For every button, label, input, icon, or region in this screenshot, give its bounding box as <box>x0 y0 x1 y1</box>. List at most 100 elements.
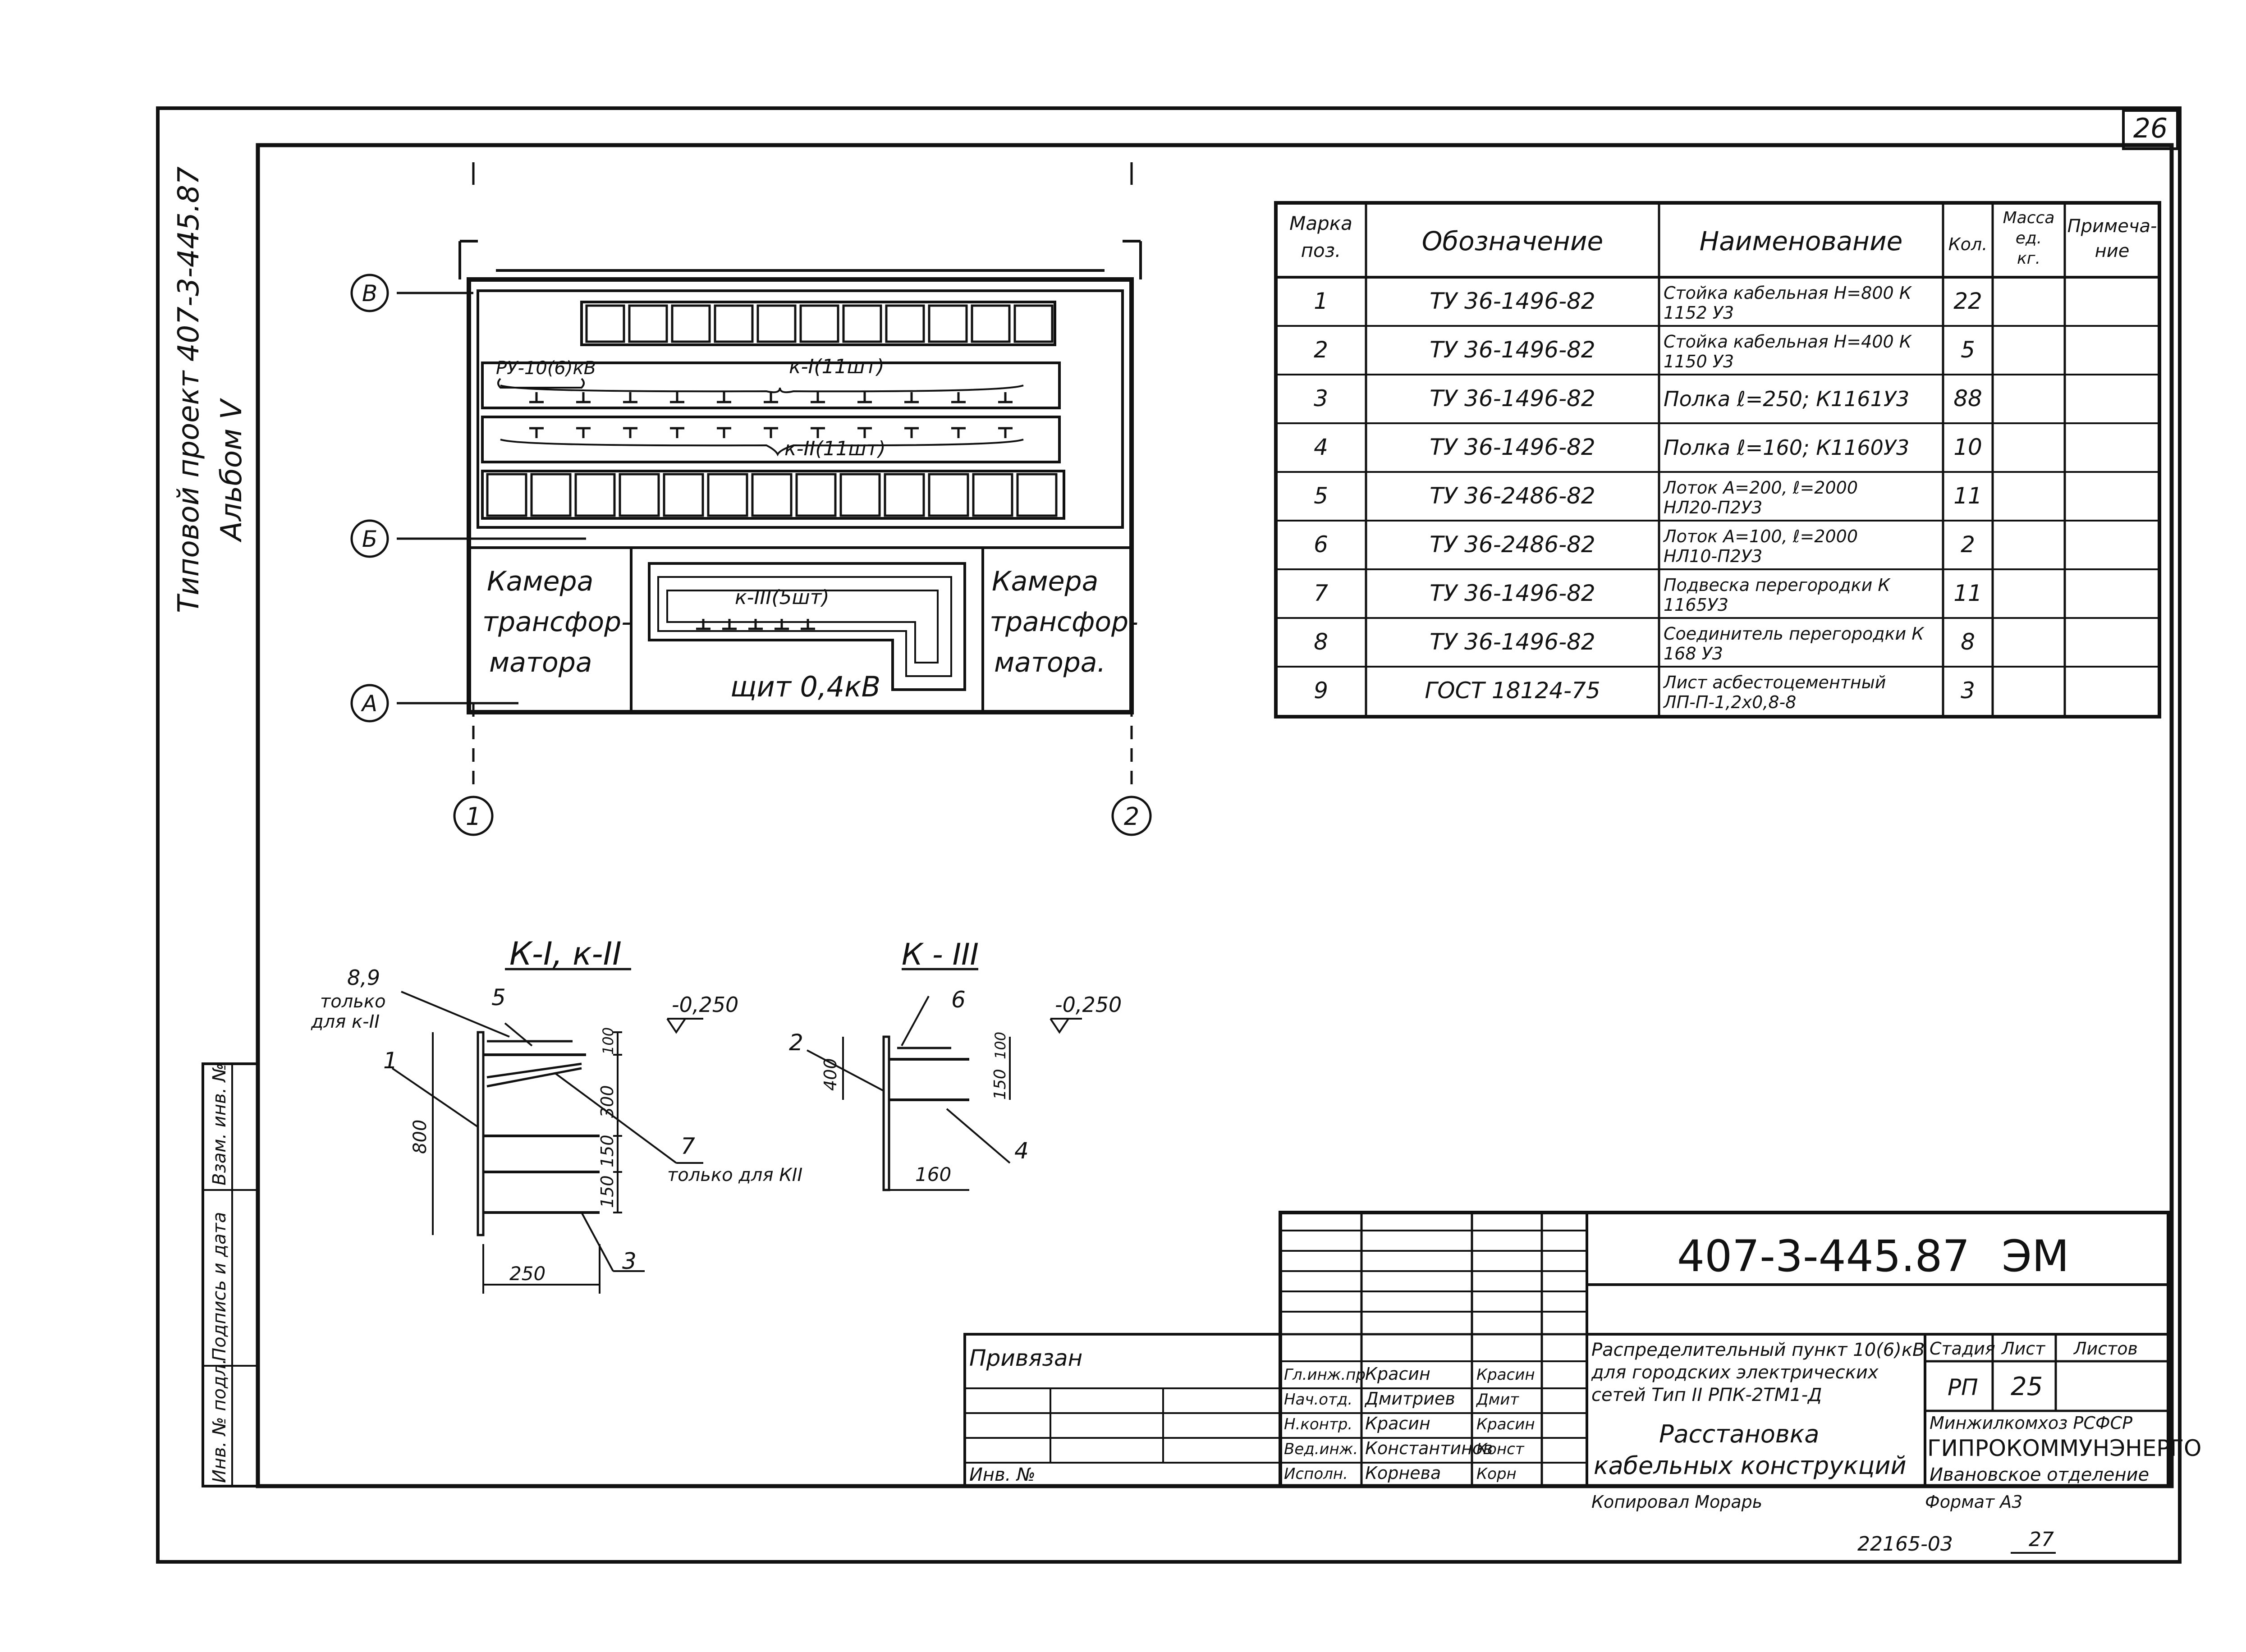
k1k2-mark89: 8,9 <box>347 966 380 990</box>
cable-stand-mark <box>748 619 763 630</box>
k1-stands <box>529 392 1013 403</box>
org-mid: ГИПРОКОММУНЭНЕРГО <box>1927 1435 2201 1461</box>
strip-sign: Подпись и дата <box>209 1212 230 1361</box>
spec-qty: 11 <box>1953 580 1982 606</box>
spec-name-line2: 1150 У3 <box>1664 352 1734 371</box>
staff-name: Красин <box>1365 1414 1430 1433</box>
k3-level: -0,250 <box>1055 993 1122 1017</box>
hdr-mass-1: Масса <box>2003 209 2055 227</box>
detail-k3 <box>807 968 1082 1191</box>
switchgear-cabinet <box>928 473 969 517</box>
room-left-3: матора <box>489 647 592 678</box>
staff-signature: Красин <box>1476 1415 1535 1433</box>
k1k2-dim100: 100 <box>600 1027 617 1055</box>
switchgear-cabinet <box>486 473 527 517</box>
org-top: Минжилкомхоз РСФСР <box>1930 1413 2132 1433</box>
side-project-line: Типовой проект 407-3-445.87 <box>172 166 206 613</box>
spec-name: Полка ℓ=250; К1161У3 <box>1664 387 1909 411</box>
cable-stand-mark <box>764 392 778 403</box>
staff-role: Нач.отд. <box>1284 1391 1352 1409</box>
spec-pos: 1 <box>1314 288 1328 314</box>
cable-stand-mark <box>998 427 1013 438</box>
staff-signature: Корн <box>1476 1465 1517 1483</box>
sheets-header: Листов <box>2073 1339 2138 1359</box>
cable-stand-mark <box>529 392 544 403</box>
spec-pos: 3 <box>1314 385 1328 412</box>
room-right-3: матора. <box>994 647 1106 678</box>
spec-qty: 2 <box>1961 531 1975 558</box>
switchgear-cabinet <box>756 304 797 343</box>
spec-designation: ГОСТ 18124-75 <box>1425 677 1600 704</box>
floor-plan: В Б А 1 2 <box>350 162 1152 836</box>
k2-label: к-II(11шт) <box>784 437 886 460</box>
spec-pos: 6 <box>1314 531 1328 558</box>
cable-stand-mark <box>951 427 966 438</box>
spec-name-line1: Стойка кабельная Н=800 К <box>1664 283 1912 303</box>
switchgear-cabinet <box>1013 304 1054 343</box>
k3-dim160: 160 <box>915 1163 951 1185</box>
k2-stands <box>529 427 1013 438</box>
cable-stand-mark <box>717 392 731 403</box>
cable-stand-mark <box>811 427 825 438</box>
spec-qty: 8 <box>1961 629 1975 655</box>
side-stamp: Типовой проект 407-3-445.87 Альбом V <box>172 166 248 613</box>
spec-rows: 1 ТУ 36-1496-82 Стойка кабельная Н=800 К 11… <box>1276 283 2159 712</box>
cable-stand-mark <box>857 427 872 438</box>
spec-designation: ТУ 36-1496-82 <box>1430 580 1595 606</box>
spec-designation: ТУ 36-1496-82 <box>1430 434 1595 460</box>
k1k2-dim150a: 150 <box>597 1135 617 1167</box>
k1k2-callout-1: 1 <box>383 1048 398 1074</box>
sheet-title-1: Расстановка <box>1659 1420 1819 1448</box>
ru-label: РУ-10(6)кВ <box>496 358 596 379</box>
cable-stand-mark <box>717 427 731 438</box>
spec-name-line1: Лоток А=100, ℓ=2000 <box>1663 526 1858 546</box>
k3-title: К - III <box>902 937 979 972</box>
switchgear-cabinet <box>574 473 616 517</box>
room-right-2: трансфор- <box>990 606 1138 638</box>
switchgear-cabinet <box>1016 473 1058 517</box>
hdr-note-2: ние <box>2095 241 2130 261</box>
switchgear-cabinet <box>884 473 925 517</box>
spec-qty: 22 <box>1953 288 1982 314</box>
cable-stand-mark <box>696 619 710 630</box>
k1k2-dim300: 300 <box>597 1085 617 1118</box>
k1k2-callout-5: 5 <box>491 984 506 1011</box>
spec-pos: 7 <box>1314 580 1328 606</box>
k3-callout-2: 2 <box>789 1030 803 1056</box>
k3-dim150: 150 <box>991 1069 1009 1100</box>
k1k2-only-b: для к-II <box>311 1011 380 1032</box>
strip-replace: Взам. инв. № <box>209 1063 230 1185</box>
staff-name: Дмитриев <box>1364 1389 1455 1409</box>
staff-name: Константинов <box>1365 1438 1493 1458</box>
switchgear-cabinet <box>972 473 1013 517</box>
bound-label: Привязан <box>969 1345 1082 1371</box>
hdr-mark-1: Марка <box>1289 212 1352 234</box>
spec-designation: ТУ 36-2486-82 <box>1430 531 1595 558</box>
switchgear-cabinet <box>707 473 748 517</box>
spec-pos: 9 <box>1314 677 1328 704</box>
spec-name-line1: Соединитель перегородки К <box>1664 624 1925 644</box>
hdr-note-1: Примеча- <box>2067 216 2157 237</box>
sheet-header: Лист <box>2001 1339 2046 1359</box>
switchgear-cabinet <box>628 304 668 343</box>
spec-pos: 2 <box>1314 337 1328 363</box>
staff-role: Гл.инж.пр <box>1284 1366 1366 1384</box>
spec-name: Полка ℓ=160; К1160У3 <box>1664 435 1909 460</box>
cable-stand-mark <box>998 392 1013 403</box>
k1k2-only-c: только для КII <box>667 1165 802 1185</box>
switchgear-cabinet <box>663 473 704 517</box>
switchgear-cabinet <box>842 304 882 343</box>
spec-name-line1: Подвеска перегородки К <box>1664 575 1891 595</box>
page-no: 27 <box>2029 1528 2054 1551</box>
hdr-name: Наименование <box>1700 226 1903 256</box>
